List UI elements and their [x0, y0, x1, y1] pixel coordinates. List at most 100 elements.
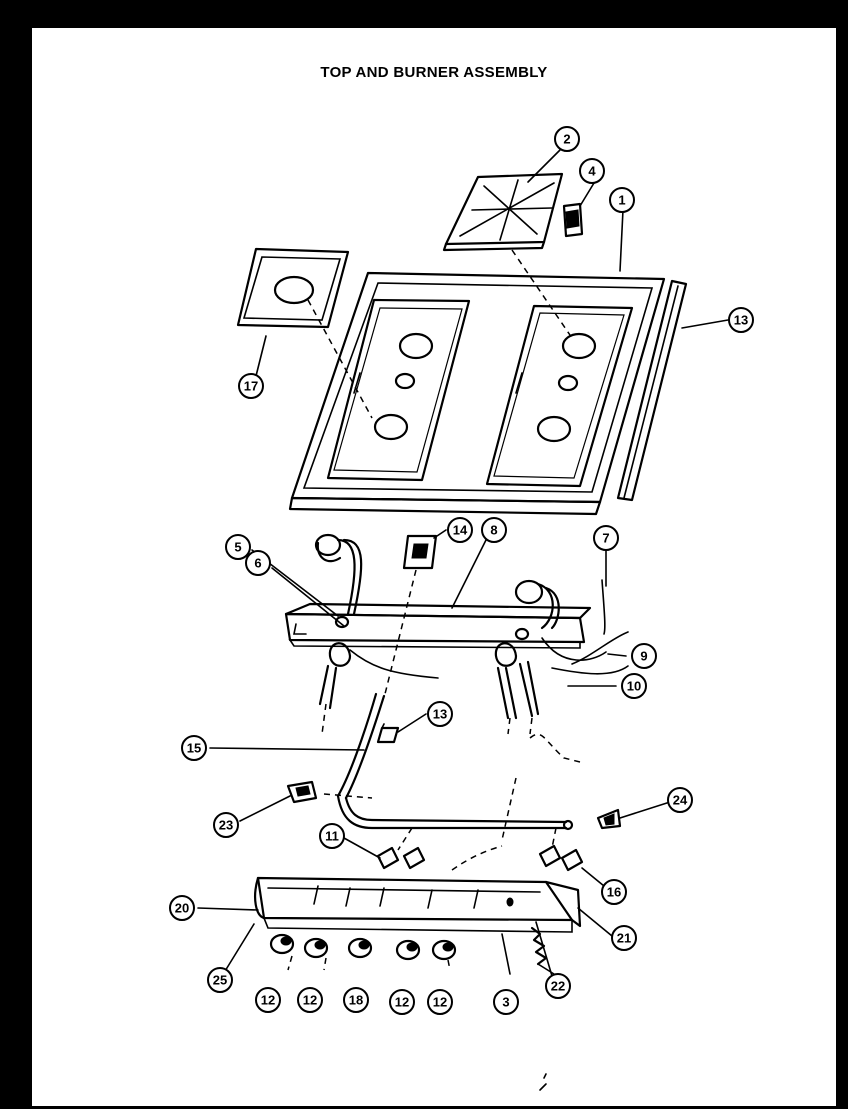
callout-4: 4 — [579, 158, 605, 184]
callout-18: 18 — [343, 987, 369, 1013]
callout-3: 3 — [493, 989, 519, 1015]
callout-16: 16 — [601, 879, 627, 905]
callout-number: 13 — [433, 707, 447, 722]
callout-23: 23 — [213, 812, 239, 838]
callout-circle — [207, 967, 233, 993]
callout-number: 11 — [325, 829, 339, 844]
spring-part — [530, 926, 555, 975]
callout-21: 21 — [611, 925, 637, 951]
callout-number: 17 — [244, 379, 258, 394]
callout-number: 7 — [602, 531, 609, 546]
callout-circle — [481, 517, 507, 543]
callout-15: 15 — [181, 735, 207, 761]
callout-number: 14 — [453, 523, 468, 538]
callout-20: 20 — [169, 895, 195, 921]
callout-9: 9 — [631, 643, 657, 669]
diagram-sheet: TOP AND BURNER ASSEMBLY — [32, 28, 836, 1106]
callout-circle — [181, 735, 207, 761]
callout-circle — [319, 823, 345, 849]
callout-13: 13 — [427, 701, 453, 727]
callout-circle — [593, 525, 619, 551]
callout-circle — [255, 987, 281, 1013]
callout-circle — [245, 550, 271, 576]
diagram-title: TOP AND BURNER ASSEMBLY — [320, 64, 548, 81]
left-burner-assembly — [314, 533, 439, 735]
control-panel — [254, 876, 582, 933]
cooktop-top-panel — [288, 271, 666, 516]
wire-harness — [571, 579, 629, 665]
callout-circle — [343, 987, 369, 1013]
callout-number: 18 — [349, 993, 363, 1008]
callout-number: 23 — [219, 818, 233, 833]
callout-circle — [213, 812, 239, 838]
callout-24: 24 — [667, 787, 693, 813]
callout-12: 12 — [297, 987, 323, 1013]
callout-12: 12 — [389, 989, 415, 1015]
callout-circle — [601, 879, 627, 905]
callout-8: 8 — [481, 517, 507, 543]
callout-number: 4 — [588, 164, 596, 179]
callout-6: 6 — [245, 550, 271, 576]
callout-25: 25 — [207, 967, 233, 993]
callout-number: 8 — [490, 523, 497, 538]
right-bracket — [596, 808, 622, 830]
callout-13: 13 — [728, 307, 754, 333]
callout-11: 11 — [319, 823, 345, 849]
callout-circle — [389, 989, 415, 1015]
callout-2: 2 — [554, 126, 580, 152]
callout-number: 25 — [213, 973, 227, 988]
control-knobs — [269, 921, 553, 977]
callout-circle — [667, 787, 693, 813]
callout-number: 24 — [673, 793, 688, 808]
callout-circle — [579, 158, 605, 184]
callout-number: 12 — [261, 993, 275, 1008]
callout-number: 1 — [618, 193, 625, 208]
valve-group — [376, 827, 584, 872]
callout-number: 10 — [627, 679, 641, 694]
lower-ignitor — [376, 723, 400, 744]
exploded-parts-drawing: 1241317561487910131523241116202125121218… — [169, 126, 754, 1091]
callout-7: 7 — [593, 525, 619, 551]
callout-number: 22 — [551, 979, 565, 994]
callout-circle — [238, 373, 264, 399]
callout-1: 1 — [609, 187, 635, 213]
callout-circle — [611, 925, 637, 951]
callout-14: 14 — [447, 517, 473, 543]
callout-number: 12 — [433, 995, 447, 1010]
callout-circle — [621, 673, 647, 699]
stray-mark — [539, 1073, 547, 1091]
callout-number: 2 — [563, 132, 570, 147]
callout-22: 22 — [545, 973, 571, 999]
callout-circle — [545, 973, 571, 999]
right-burner-assembly — [494, 579, 629, 735]
callout-17: 17 — [238, 373, 264, 399]
callout-circle — [427, 989, 453, 1015]
side-trim-strip — [616, 279, 688, 502]
callout-circle — [631, 643, 657, 669]
callout-number: 12 — [303, 993, 317, 1008]
callout-circle — [427, 701, 453, 727]
callout-number: 6 — [254, 556, 261, 571]
callout-number: 5 — [234, 540, 241, 555]
callout-circle — [297, 987, 323, 1013]
callout-10: 10 — [621, 673, 647, 699]
callout-12: 12 — [255, 987, 281, 1013]
small-clip-part — [562, 202, 584, 238]
callout-number: 15 — [187, 741, 201, 756]
callout-12: 12 — [427, 989, 453, 1015]
callout-number: 16 — [607, 885, 621, 900]
callout-5: 5 — [225, 534, 251, 560]
callout-circle — [447, 517, 473, 543]
callout-circle — [169, 895, 195, 921]
callout-number: 13 — [734, 313, 748, 328]
callout-number: 21 — [617, 931, 631, 946]
ignitor-switch — [383, 534, 438, 699]
left-bracket — [286, 780, 318, 804]
callout-number: 20 — [175, 901, 189, 916]
burner-box — [284, 602, 592, 649]
callout-number: 12 — [395, 995, 409, 1010]
burner-drip-pan — [236, 247, 373, 419]
callout-circle — [728, 307, 754, 333]
callout-number: 9 — [640, 649, 647, 664]
